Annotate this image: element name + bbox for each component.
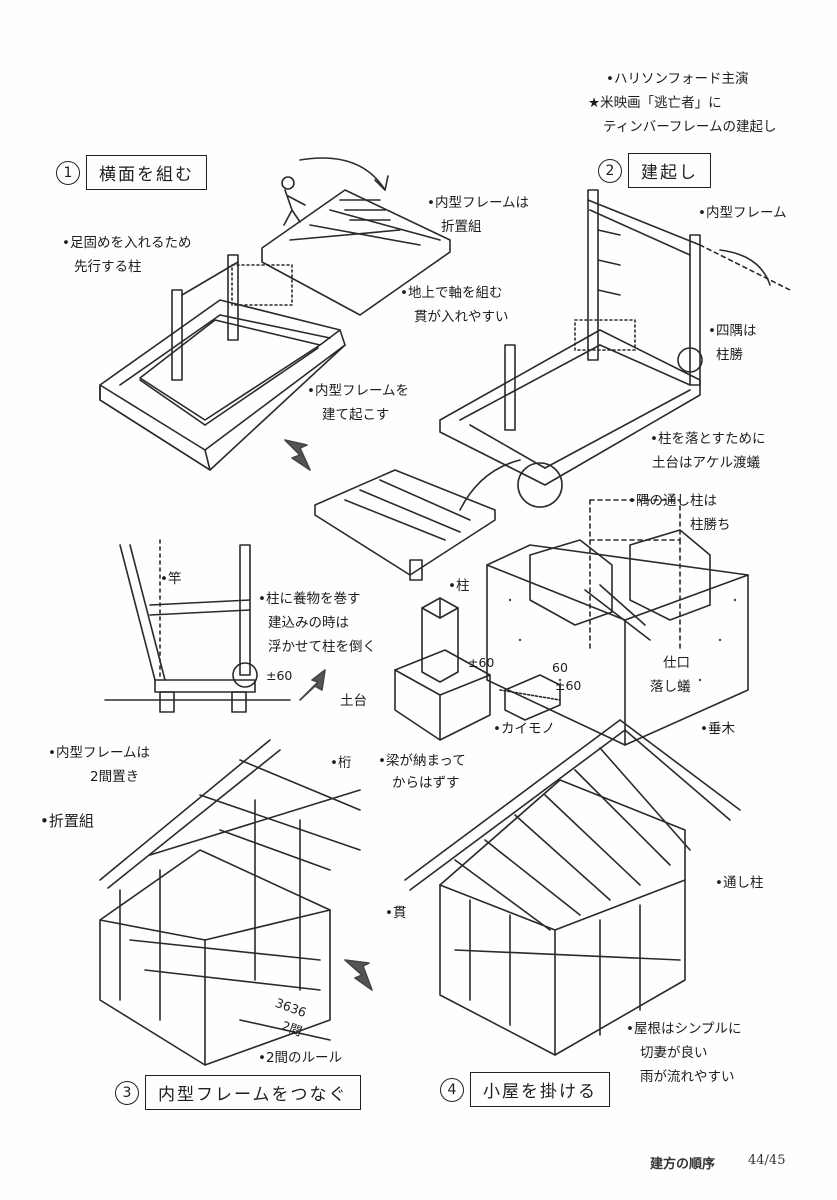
step1-label: 横面を組む: [86, 155, 207, 190]
step2-title: 2 建起し: [598, 153, 711, 188]
step1-title: 1 横面を組む: [56, 155, 207, 190]
ann-post: •柱: [448, 578, 470, 594]
step4-label: 小屋を掛ける: [470, 1072, 610, 1107]
ann-corner-post-2: 柱勝ち: [690, 517, 731, 533]
ann-two-ken-rule: •2間のルール: [258, 1050, 343, 1066]
ann-roof-simple-2: 切妻が良い: [640, 1045, 708, 1061]
ann-shim: •カイモノ: [493, 721, 555, 737]
step3-frame-sketch: [99, 739, 373, 1066]
ann-joint-2: 落し蟻: [650, 679, 691, 695]
ann-inner-frame-2: 折置組: [441, 219, 482, 235]
ann-roof-simple: •屋根はシンプルに: [626, 1021, 742, 1037]
ann-wrap-post: •柱に養物を巻す: [258, 591, 361, 607]
step2-label: 建起し: [628, 153, 711, 188]
ann-tie-beam: •貫: [385, 905, 407, 921]
ann-frame-spacing: •内型フレームは: [48, 745, 151, 761]
ann-foot-brace-2: 先行する柱: [74, 259, 142, 275]
dim-shim-height: ±60: [555, 678, 582, 693]
ann-sill: 土台: [340, 693, 367, 709]
dim-shim-width: 60: [552, 660, 568, 675]
note-timber-frame-raising: ティンバーフレームの建起し: [603, 119, 777, 135]
note-harrison-ford: •ハリソンフォード主演: [606, 71, 749, 87]
ann-four-corners: •四隅は: [708, 323, 757, 339]
joint-detail-sketch: [486, 499, 749, 746]
ann-raise-frame-2: 建て起こす: [322, 407, 390, 423]
step3-number: 3: [115, 1080, 139, 1105]
ann-roof-simple-3: 雨が流れやすい: [640, 1069, 735, 1085]
step4-number: 4: [440, 1077, 464, 1102]
dim-post-detail: ±60: [468, 655, 495, 670]
ann-ground-assembly: •地上で軸を組む: [400, 285, 503, 301]
ann-beam-set-2: からはずす: [392, 775, 460, 791]
ann-ground-assembly-2: 貫が入れやすい: [414, 309, 509, 325]
ann-drop-post-2: 土台はアケル渡蟻: [652, 455, 760, 471]
ann-girder: •桁: [330, 755, 352, 771]
ann-rafter: •垂木: [700, 721, 735, 737]
step4-title: 4 小屋を掛ける: [440, 1072, 610, 1107]
note-fugitive-movie: ★米映画「逃亡者」に: [588, 95, 722, 111]
ann-raise-frame: •内型フレームを: [307, 383, 410, 399]
ann-four-corners-2: 柱勝: [716, 347, 743, 363]
side-view-raising-sketch: [104, 539, 326, 713]
ann-foot-brace: •足固めを入れるため: [62, 235, 192, 251]
step1-foundation-sketch: [99, 157, 451, 471]
ann-through-post: •通し柱: [715, 875, 764, 891]
ann-wrap-post-3: 浮かせて柱を倒く: [268, 639, 376, 655]
ann-inner-frame-step2: •内型フレーム: [698, 205, 787, 221]
post-sill-detail-sketch: [394, 597, 561, 741]
step2-number: 2: [598, 158, 622, 183]
ann-drop-post: •柱を落とすために: [650, 431, 766, 447]
ann-folded-assembly: •折置組: [40, 812, 94, 830]
dim-side-view: ±60: [266, 668, 293, 683]
step1-number: 1: [56, 160, 80, 185]
ann-frame-spacing-2: 2間置き: [90, 769, 140, 785]
ann-wrap-post-2: 建込みの時は: [268, 615, 349, 631]
footer-title: 建方の順序: [650, 1157, 716, 1172]
ann-corner-post: •隅の通し柱は: [628, 493, 717, 509]
step4-roof-sketch: [404, 719, 741, 1056]
page-number: 44/45: [748, 1153, 786, 1168]
step3-title: 3 内型フレームをつなぐ: [115, 1075, 361, 1110]
ann-joint: 仕口: [663, 655, 690, 671]
ann-inner-frame: •内型フレームは: [427, 195, 530, 211]
step2-raising-sketch: [314, 189, 791, 581]
ann-beam-set: •梁が納まって: [378, 753, 466, 769]
step3-label: 内型フレームをつなぐ: [145, 1075, 361, 1110]
ann-pole: •竿: [160, 571, 182, 587]
